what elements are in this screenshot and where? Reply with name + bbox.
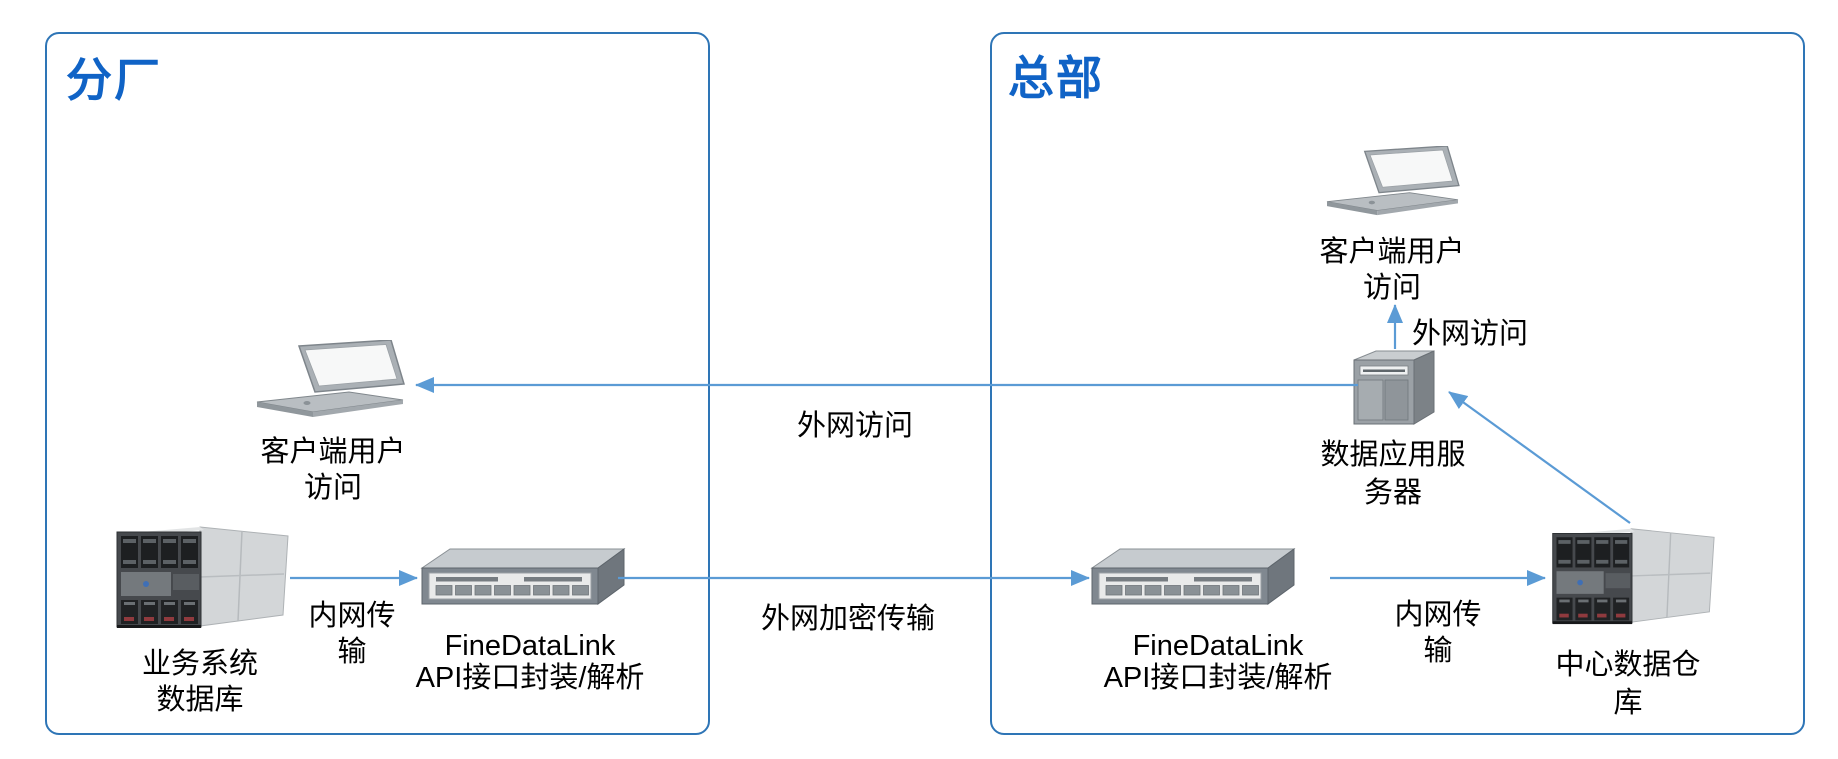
branch-group-title: 分厂 — [66, 54, 162, 106]
laptop-icon — [256, 339, 405, 417]
hq-intranet-label: 内网传 输 — [1394, 599, 1482, 667]
hq-client-label: 客户端用户 访问 — [1319, 236, 1465, 304]
branch-intranet-label: 内网传 输 — [308, 600, 396, 668]
network-switch-icon — [1090, 548, 1296, 605]
branch-client-label: 客户端用户 访问 — [260, 436, 406, 504]
laptop-icon — [1326, 145, 1460, 216]
wan-encrypted-label: 外网加密传输 — [760, 603, 935, 635]
hq-warehouse-label: 中心数据仓 库 — [1555, 649, 1701, 719]
hq-warehouse-node — [1548, 522, 1716, 628]
branch-database-node — [112, 522, 290, 630]
branch-database-label: 业务系统 数据库 — [141, 648, 258, 716]
tower-server-icon — [1353, 350, 1435, 425]
hq-app-server-label: 数据应用服 务器 — [1320, 439, 1466, 509]
blade-server-icon — [116, 526, 289, 628]
network-switch-icon — [420, 548, 626, 605]
blade-server-icon — [1552, 528, 1715, 625]
branch-gateway-node — [420, 547, 626, 605]
branch-client-node — [255, 339, 405, 418]
hq-app-server-node — [1352, 348, 1436, 426]
hq-gateway-label: FineDataLink API接口封装/解析 — [1103, 630, 1333, 694]
branch-gateway-label: FineDataLink API接口封装/解析 — [415, 630, 645, 694]
hq-gateway-node — [1090, 547, 1296, 605]
hq-client-node — [1325, 145, 1460, 216]
wan-access-label: 外网访问 — [796, 410, 913, 442]
hq-group-title: 总部 — [1008, 52, 1104, 104]
hq-wan-access-label: 外网访问 — [1412, 318, 1529, 350]
